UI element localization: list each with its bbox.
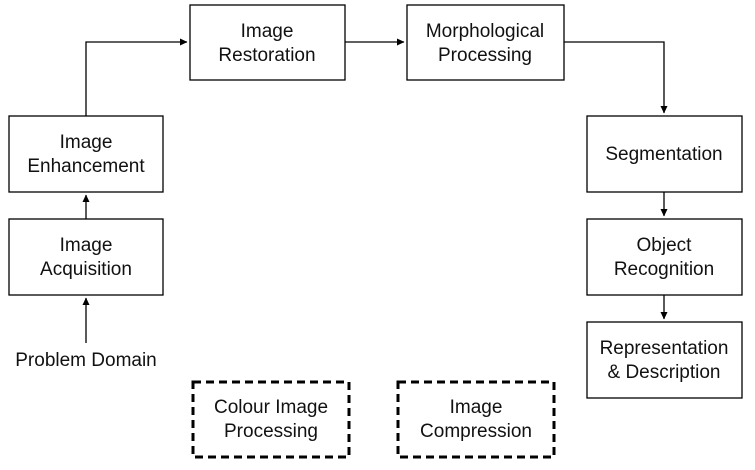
colour-image-processing-label-line: Colour Image [214, 397, 328, 418]
edges [82, 38, 668, 343]
image-acquisition-label-line: Image [60, 235, 113, 256]
segmentation-label-line: Segmentation [605, 144, 722, 165]
object-recognition-label-line: Object [637, 235, 693, 256]
image-restoration-label-line: Restoration [218, 45, 315, 66]
image-enhancement-label-line: Enhancement [27, 156, 145, 177]
image-acquisition-label-line: Acquisition [40, 259, 132, 280]
morphological-processing-label-line: Morphological [426, 21, 544, 42]
image-restoration-label-line: Image [241, 21, 294, 42]
morphological-processing-label-line: Processing [438, 45, 532, 66]
node-representation-description: Representation & Description [586, 321, 743, 399]
image-compression-label-line: Image [450, 397, 503, 418]
edge-enhancement-to-restoration [85, 38, 188, 116]
image-enhancement-label-line: Image [60, 132, 113, 153]
representation-description-label-line: Representation [600, 338, 729, 359]
object-recognition-label-line: Recognition [614, 259, 714, 280]
problem-domain-label: Problem Domain [15, 350, 157, 371]
node-representation-description-label: Representation & Description [600, 338, 729, 383]
image-compression-label-line: Compression [420, 421, 532, 442]
node-segmentation: Segmentation [586, 115, 743, 193]
representation-description-label-line: & Description [608, 362, 721, 383]
colour-image-processing-label-line: Processing [224, 421, 318, 442]
node-segmentation-label: Segmentation [605, 144, 722, 165]
edge-morphological-to-segmentation [564, 41, 668, 114]
